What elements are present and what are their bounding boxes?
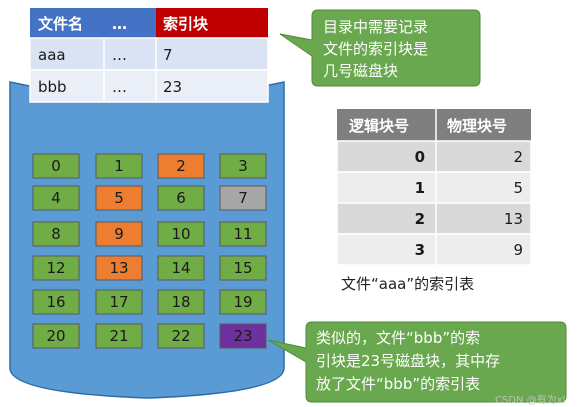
disk-block-21 [95,323,143,349]
disk-block-label-5: 5 [114,189,124,207]
disk-block-label-14: 14 [171,259,190,277]
disk-block-label-3: 3 [238,157,248,175]
dir-row-aaa-dots: … [112,46,127,64]
idx-row-3-logical: 3 [415,241,425,259]
disk-block-label-8: 8 [51,225,61,243]
disk-block-label-18: 18 [171,293,190,311]
idx-row-0-bg [336,140,532,173]
dir-header-name: 文件名 [38,15,83,33]
disk-block-17 [95,289,143,315]
disk-block-18 [157,289,205,315]
disk-block-1 [95,153,143,179]
disk-block-label-22: 22 [171,327,190,345]
dir-row-bbb-bg [29,69,269,103]
dir-row-aaa-index: 7 [163,46,173,64]
dir-header-dots: … [112,15,127,33]
disk-block-label-9: 9 [114,225,124,243]
callout-bottom: 类似的，文件“bbb”的索 引块是23号磁盘块，其中存 放了文件“bbb”的索引… [267,321,567,403]
disk-block-10 [157,221,205,247]
callout-top-line-1: 目录中需要记录 [323,18,428,36]
idx-row-2-physical: 13 [504,210,523,228]
disk-block-label-16: 16 [46,293,65,311]
disk-block-label-11: 11 [233,225,252,243]
dir-row-aaa-bg [29,37,269,71]
callout-top-bubble [279,9,481,87]
callout-bottom-line-3: 放了文件“bbb”的索引表 [316,375,480,393]
directory-table: 文件名 … 索引块 aaa … 7 bbb … 23 [29,8,269,103]
idx-row-3-bg [336,233,532,266]
watermark: CSDN @有为xl [495,393,565,406]
disk-block-14 [157,255,205,281]
dir-row-bbb-dots: … [112,78,127,96]
disk-block-9 [95,221,143,247]
disk-block-label-23: 23 [233,327,252,345]
disk-block-23 [219,323,267,349]
callout-bottom-line-1: 类似的，文件“bbb”的索 [316,329,480,347]
disk-block-3 [219,153,267,179]
disk-block-8 [32,221,80,247]
callout-bottom-line-2: 引块是23号磁盘块，其中存 [316,352,500,370]
callout-top-line-2: 文件的索引块是 [323,40,428,58]
idx-row-0-logical: 0 [415,148,425,166]
disk-block-label-7: 7 [238,189,248,207]
callout-top-line-3: 几号磁盘块 [323,62,398,80]
dir-row-bbb-index: 23 [163,78,182,96]
callout-bottom-bubble [267,321,567,403]
idx-row-1-bg [336,171,532,204]
disk-block-2 [157,153,205,179]
disk-block-11 [219,221,267,247]
disk-block-22 [157,323,205,349]
disk-block-label-2: 2 [176,157,186,175]
dir-header-index: 索引块 [163,15,209,33]
disk-block-label-6: 6 [176,189,186,207]
disk-block-16 [32,289,80,315]
idx-row-1-physical: 5 [513,179,523,197]
disk-block-6 [157,185,205,211]
idx-row-2-bg [336,202,532,235]
dir-header-bg-name [30,8,104,38]
disk-block-label-1: 1 [114,157,124,175]
disk-block-12 [32,255,80,281]
idx-header-physical: 物理块号 [447,117,507,135]
disk-block-label-0: 0 [51,157,61,175]
disk-block-label-20: 20 [46,327,65,345]
disk-block-label-21: 21 [109,327,128,345]
disk-block-20 [32,323,80,349]
disk-block-label-17: 17 [109,293,128,311]
disk-block-7 [219,185,267,211]
dir-header-bg-dots [104,8,156,38]
idx-row-3-physical: 9 [513,241,523,259]
idx-row-1-logical: 1 [415,179,425,197]
disk-block-4 [32,185,80,211]
idx-header-bg [337,109,531,141]
dir-row-aaa-name: aaa [38,46,66,64]
idx-row-2-logical: 2 [415,210,425,228]
disk-block-label-15: 15 [233,259,252,277]
disk-block-label-13: 13 [109,259,128,277]
dir-header-bg-index [156,8,268,38]
disk-block-5 [95,185,143,211]
disk-block-19 [219,289,267,315]
disk-block-label-12: 12 [46,259,65,277]
disk-block-label-19: 19 [233,293,252,311]
index-table-caption: 文件“aaa”的索引表 [341,275,474,293]
disk-block-13 [95,255,143,281]
dir-row-bbb-name: bbb [38,78,67,96]
idx-header-logical: 逻辑块号 [349,117,409,135]
index-table: 逻辑块号 物理块号 0 2 1 5 2 13 3 9 文件“aaa”的索引表 [336,109,532,293]
disk-block-label-4: 4 [51,189,61,207]
idx-row-0-physical: 2 [513,148,523,166]
callout-top: 目录中需要记录 文件的索引块是 几号磁盘块 [279,9,481,87]
disk-block-label-10: 10 [171,225,190,243]
disk-block-0 [32,153,80,179]
disk-block-15 [219,255,267,281]
